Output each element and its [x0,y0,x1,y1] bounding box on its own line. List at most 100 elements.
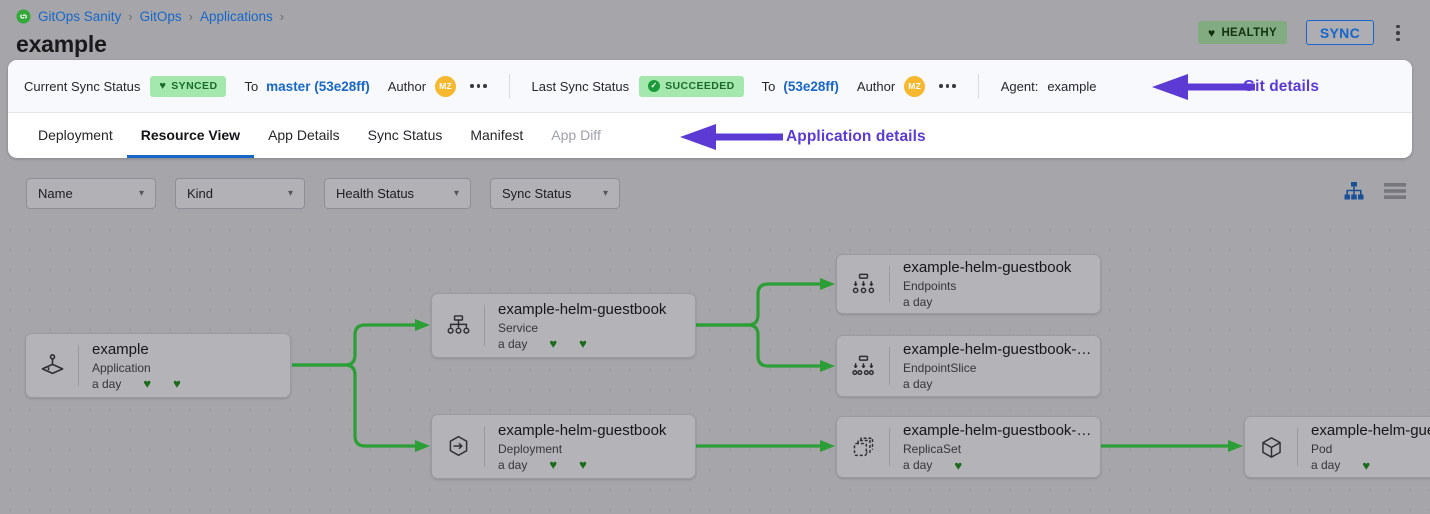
graph-node-service[interactable]: example-helm-guestbook Service a day ♥ ♥ [431,293,696,358]
divider [78,345,79,386]
last-sync-status-pill: ✓ SUCCEEDED [639,75,744,97]
resource-graph-canvas: example Application a day ♥ ♥ [0,215,1430,514]
graph-node-body: example-helm-guestbook Service a day ♥ ♥ [485,301,695,351]
tab-app-details[interactable]: App Details [254,114,354,158]
tab-manifest[interactable]: Manifest [456,114,537,158]
graph-node-kind: Deployment [498,441,563,456]
graph-node-title: example-helm-guestbook-ct... [903,341,1092,358]
chevron-down-icon: ▾ [287,187,293,199]
chevron-down-icon: ▾ [453,187,459,199]
health-badge-label: HEALTHY [1221,26,1277,39]
graph-node-title: example-helm-guest [1311,422,1430,439]
kebab-menu-icon[interactable] [1390,20,1406,46]
tab-sync-status[interactable]: Sync Status [354,114,457,158]
breadcrumb-item-2[interactable]: Applications [199,9,273,24]
health-heart-icon: ♥ [549,336,558,351]
tab-label: App Details [268,126,340,143]
graph-node-application[interactable]: example Application a day ♥ ♥ [25,333,291,398]
breadcrumb-separator: › [128,9,133,24]
graph-node-meta: a day [903,295,1092,309]
graph-node-body: example-helm-guestbook Deployment a day … [485,422,695,472]
divider [1297,428,1298,466]
divider [889,266,890,302]
tab-app-diff[interactable]: App Diff [537,114,615,158]
heart-icon: ♥ [1208,25,1216,40]
list-view-icon[interactable] [1384,182,1406,200]
graph-node-meta: a day [903,377,1092,391]
tab-label: Deployment [38,126,113,143]
breadcrumb-item-0[interactable]: GitOps Sanity [38,9,122,24]
chevron-down-icon: ▾ [602,187,608,199]
sync-heart-icon: ♥ [579,336,587,351]
tab-label: App Diff [551,126,601,143]
graph-node-body: example-helm-guestbook-74... ReplicaSet … [890,422,1100,472]
sync-button[interactable]: SYNC [1305,20,1374,45]
agent-group: Agent: example [1001,79,1097,94]
endpoints-icon [837,271,889,298]
annotation-label-git-details: Git details [1243,78,1320,95]
current-sync-status-label: Current Sync Status [24,78,141,94]
breadcrumb-separator: › [279,9,285,24]
deployment-icon [432,433,484,460]
view-toggle-group [1344,182,1406,200]
agent-value: example [1047,78,1097,94]
breadcrumb: GitOps Sanity › GitOps › Applications › [16,9,284,24]
health-heart-icon: ♥ [143,376,152,391]
graph-node-age: a day [903,295,933,309]
divider [508,73,510,99]
graph-node-kind: Service [498,320,539,335]
last-revision-link[interactable]: (53e28ff) [783,78,839,94]
page-title: example [16,31,107,57]
health-heart-icon: ♥ [549,457,558,472]
breadcrumb-item-1[interactable]: GitOps [139,9,182,24]
graph-node-age: a day [903,377,933,391]
current-revision-link[interactable]: master (53e28ff) [266,78,370,94]
last-author-label: Author [856,78,896,94]
graph-node-kind: Pod [1311,442,1333,456]
filter-kind[interactable]: Kind ▾ [175,178,305,209]
graph-node-replicaset[interactable]: example-helm-guestbook-74... ReplicaSet … [836,416,1101,478]
last-sync-more-icon[interactable] [939,84,956,88]
divider [484,305,485,346]
graph-node-kind: Application [92,360,151,375]
last-to-label: To [761,78,776,94]
divider [484,426,485,467]
filter-sync-status[interactable]: Sync Status ▾ [490,178,620,209]
annotation-arrow-git-details [1152,74,1255,100]
last-sync-status-label: Last Sync Status [531,78,630,94]
filter-bar: Name ▾ Kind ▾ Health Status ▾ Sync Statu… [26,178,620,209]
current-sync-status-group: Current Sync Status ♥ SYNCED To master (… [24,75,487,97]
graph-node-kind: EndpointSlice [903,361,977,375]
tab-label: Resource View [140,126,241,143]
filter-name[interactable]: Name ▾ [26,178,156,209]
current-sync-status-value: SYNCED [171,80,218,92]
graph-node-pod[interactable]: example-helm-guest Pod a day ♥ [1244,416,1430,478]
heart-icon: ♥ [159,79,167,92]
health-heart-icon: ♥ [954,457,963,472]
filter-label: Kind [187,186,214,201]
agent-label: Agent: [1000,78,1039,94]
graph-node-title: example-helm-guestbook [903,259,1072,276]
divider [889,428,890,466]
filter-label: Health Status [336,186,415,201]
breadcrumb-separator: › [188,9,193,24]
graph-node-meta: a day ♥ [1311,458,1430,472]
graph-node-body: example Application a day ♥ ♥ [79,341,290,391]
gitops-logo-icon [16,9,31,24]
health-heart-icon: ♥ [1362,457,1371,472]
tree-view-icon[interactable] [1344,182,1364,200]
filter-health-status[interactable]: Health Status ▾ [324,178,471,209]
graph-node-meta: a day ♥ ♥ [92,377,282,391]
tab-resource-view[interactable]: Resource View [126,114,255,158]
graph-node-deployment[interactable]: example-helm-guestbook Deployment a day … [431,414,696,479]
current-sync-more-icon[interactable] [470,84,487,88]
application-icon [26,352,78,379]
graph-node-title: example-helm-guestbook [498,300,667,318]
endpointslice-icon [837,353,889,380]
graph-node-body: example-helm-guestbook Endpoints a day [890,259,1100,309]
current-sync-status-pill: ♥ SYNCED [150,75,227,97]
graph-node-age: a day [498,457,528,472]
graph-node-endpointslice[interactable]: example-helm-guestbook-ct... EndpointSli… [836,335,1101,397]
tab-deployment[interactable]: Deployment [24,114,127,158]
graph-node-endpoints[interactable]: example-helm-guestbook Endpoints a day [836,254,1101,314]
